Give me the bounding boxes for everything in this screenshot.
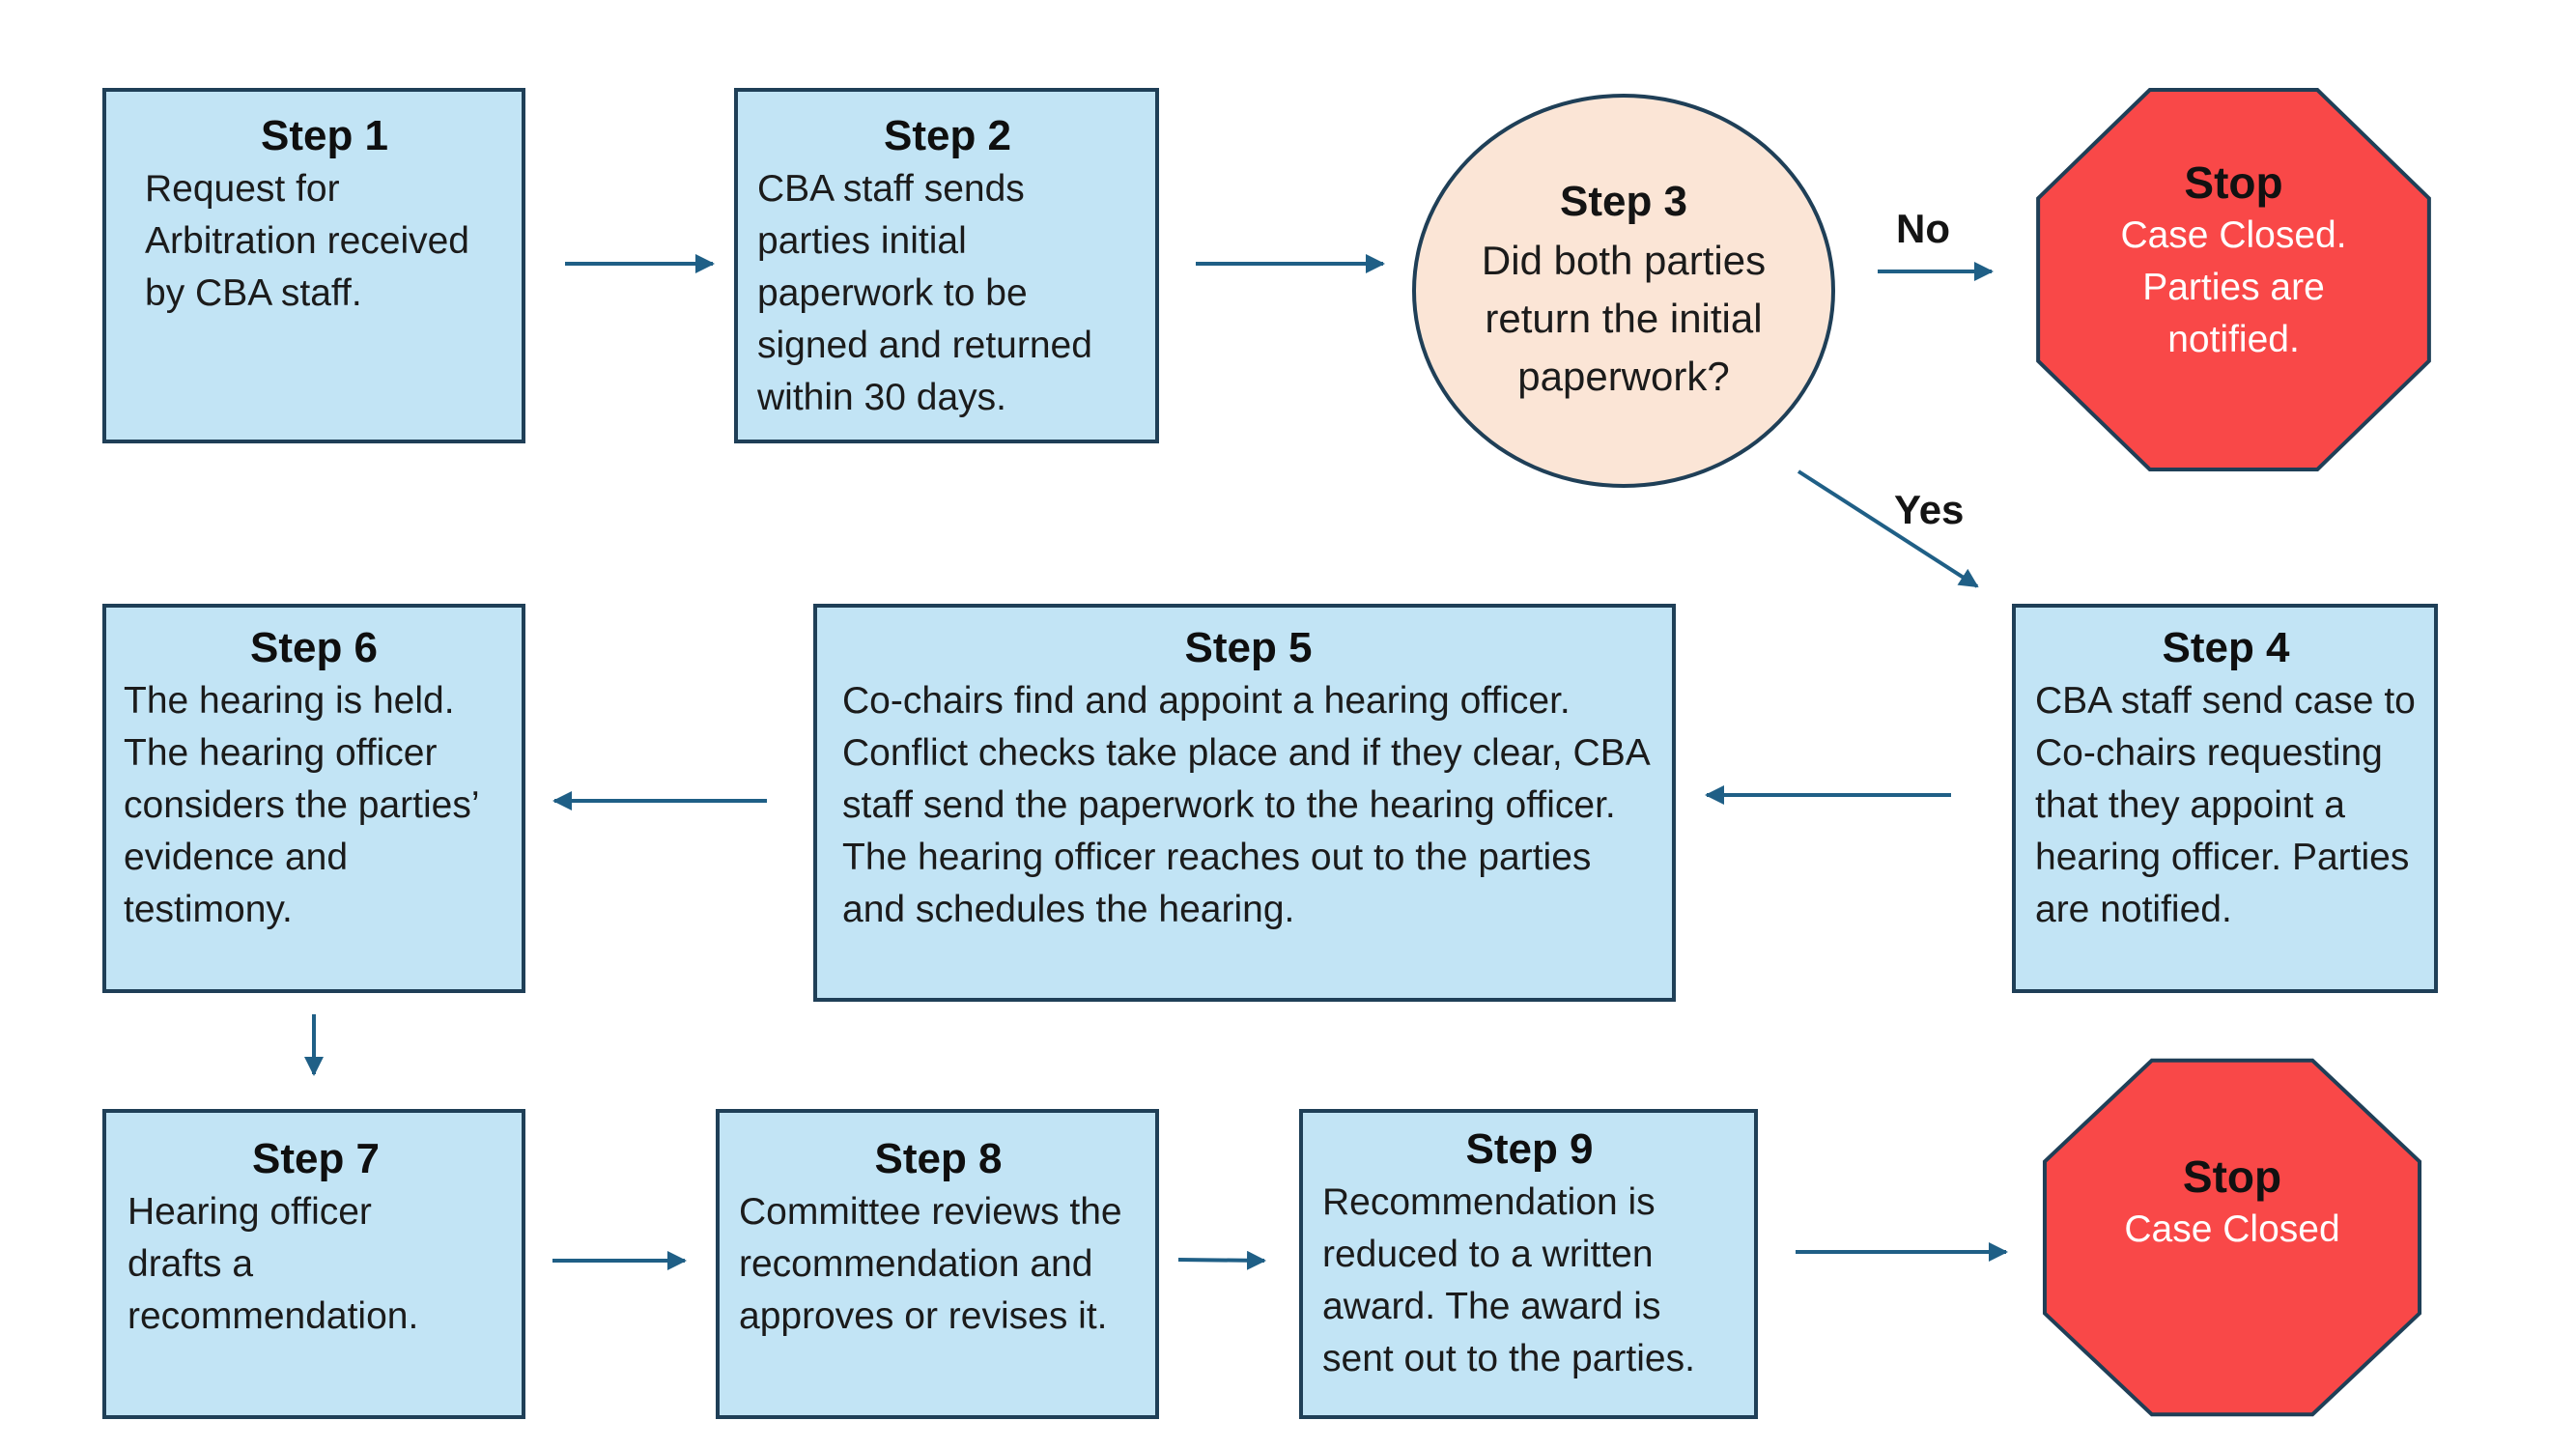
step-3-decision: Step 3 Did both parties return the initi…: [1412, 94, 1835, 488]
arrow-step8-to-step9: [1177, 1250, 1266, 1270]
step-6-title: Step 6: [249, 624, 379, 671]
stop-top-title: Stop: [2184, 157, 2283, 208]
step-6-box: Step 6 The hearing is held. The hearing …: [102, 604, 525, 993]
step-5-title: Step 5: [1184, 624, 1313, 671]
octagon-icon: [2041, 1057, 2423, 1418]
stop-bottom-text: Case Closed: [2124, 1208, 2340, 1250]
step-8-text: Committee reviews the recommendation and…: [739, 1191, 1122, 1337]
step-7-title: Step 7: [251, 1135, 381, 1182]
stop-bottom-title: Stop: [2182, 1151, 2282, 1202]
step-2-title: Step 2: [883, 112, 1012, 159]
step-5-box: Step 5 Co-chairs find and appoint a hear…: [813, 604, 1676, 1002]
step-1-box: Step 1 Request for Arbitration received …: [102, 88, 525, 443]
step-7-box: Step 7 Hearing officer drafts a recommen…: [102, 1109, 525, 1419]
step-4-box: Step 4 CBA staff send case to Co-chairs …: [2012, 604, 2438, 993]
step-8-title: Step 8: [874, 1135, 1003, 1182]
step-3-title: Step 3: [1559, 178, 1688, 225]
step-4-text: CBA staff send case to Co-chairs request…: [2035, 680, 2416, 930]
stop-sign-top: Stop Case Closed. Parties are notified.: [2034, 86, 2433, 473]
step-1-text: Request for Arbitration received by CBA …: [145, 168, 469, 314]
step-9-title: Step 9: [1465, 1125, 1594, 1173]
step-8-box: Step 8 Committee reviews the recommendat…: [716, 1109, 1159, 1419]
stop-sign-bottom: Stop Case Closed: [2041, 1057, 2423, 1418]
yes-branch-label: Yes: [1894, 487, 1965, 532]
no-branch-label: No: [1896, 206, 1950, 251]
step-1-title: Step 1: [260, 112, 389, 159]
step-9-text: Recommendation is reduced to a written a…: [1322, 1181, 1695, 1379]
step-2-box: Step 2 CBA staff sends parties initial p…: [734, 88, 1159, 443]
step-7-text: Hearing officer drafts a recommendation.: [127, 1191, 419, 1337]
step-4-title: Step 4: [2162, 624, 2290, 671]
step-2-text: CBA staff sends parties initial paperwor…: [757, 168, 1092, 418]
step-5-text: Co-chairs find and appoint a hearing off…: [842, 680, 1649, 930]
step-6-text: The hearing is held. The hearing officer…: [124, 680, 479, 930]
stop-top-text: Case Closed. Parties are notified.: [2120, 214, 2347, 360]
octagon-icon: [2034, 86, 2433, 473]
step-9-box: Step 9 Recommendation is reduced to a wr…: [1299, 1109, 1758, 1419]
step-3-question: Did both parties return the initial pape…: [1481, 238, 1767, 399]
